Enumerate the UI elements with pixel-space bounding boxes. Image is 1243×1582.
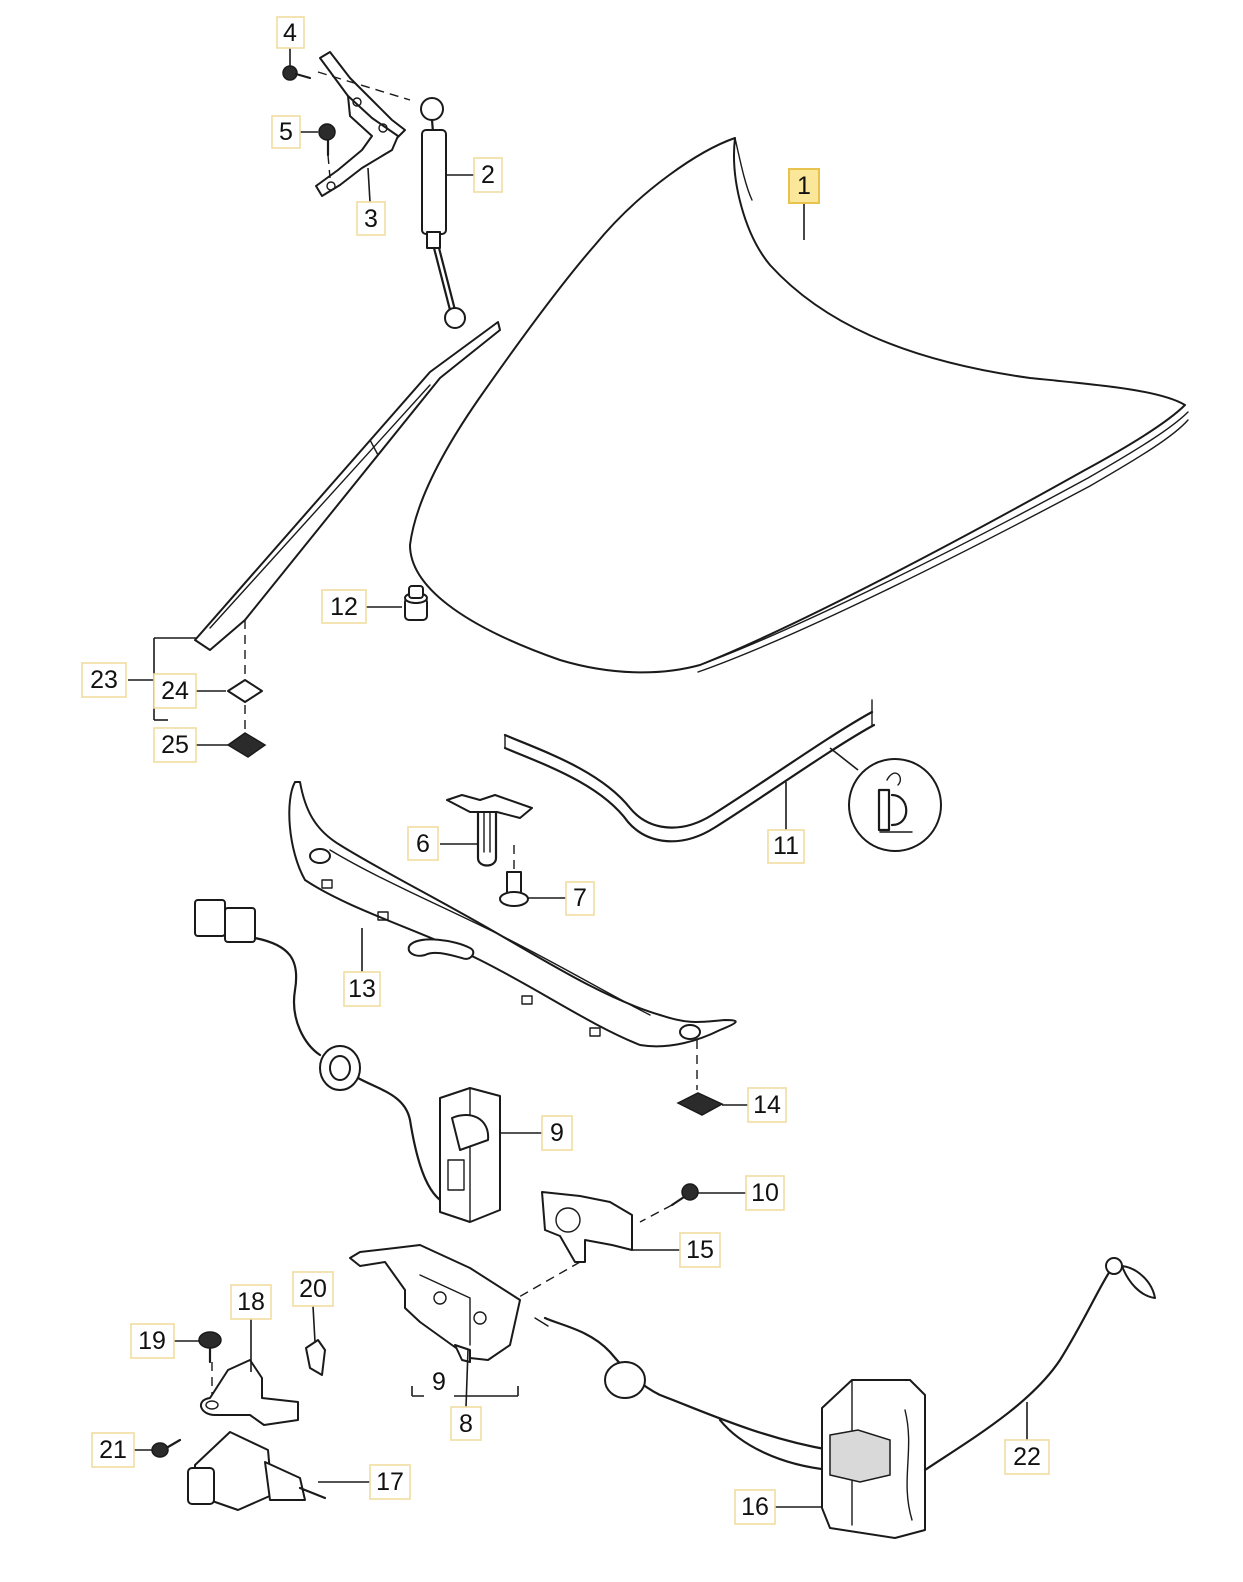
callout-23[interactable]: 23 [81, 662, 127, 698]
callout-16[interactable]: 16 [734, 1489, 776, 1525]
callout-label: 13 [348, 975, 376, 1003]
callout-label: 23 [90, 666, 118, 694]
callout-label: 9 [550, 1119, 564, 1147]
gas-strut[interactable] [420, 97, 466, 329]
latch-bracket[interactable] [504, 1191, 633, 1306]
callout-label: 5 [279, 118, 293, 146]
callout-label: 10 [751, 1179, 779, 1207]
bolt-7[interactable] [499, 845, 529, 907]
hood-latch[interactable] [349, 1244, 521, 1363]
hinge-bolt-5[interactable] [318, 123, 336, 157]
callout-8[interactable]: 8 [450, 1406, 482, 1441]
bolt-19[interactable] [198, 1331, 222, 1395]
callout-22[interactable]: 22 [1004, 1439, 1050, 1475]
clip-24[interactable] [227, 679, 263, 703]
callout-label: 3 [364, 205, 378, 233]
hood-seal[interactable] [503, 699, 942, 852]
callout-label: 22 [1013, 1443, 1041, 1471]
callout-label: 16 [741, 1493, 769, 1521]
callout-label: 8 [459, 1410, 473, 1438]
bolt-10[interactable] [639, 1183, 699, 1223]
callout-label: 20 [299, 1275, 327, 1303]
callout-label: 25 [161, 731, 189, 759]
pad-25[interactable] [226, 732, 267, 758]
callout-6[interactable]: 6 [407, 826, 439, 861]
switch-cable[interactable] [194, 899, 452, 1207]
callout-label: 11 [773, 832, 799, 860]
callout-21[interactable]: 21 [91, 1432, 135, 1468]
callout-1[interactable]: 1 [788, 168, 820, 204]
callout-4[interactable]: 4 [276, 16, 305, 49]
bolt-21[interactable] [151, 1438, 182, 1458]
striker-bracket[interactable] [446, 794, 533, 867]
actuator[interactable] [187, 1431, 327, 1511]
pad-14[interactable] [676, 1040, 724, 1116]
callout-label: 14 [753, 1091, 781, 1119]
hood-panel[interactable] [409, 137, 1189, 674]
callout-19[interactable]: 19 [130, 1323, 175, 1359]
hood-front-panel[interactable] [288, 781, 737, 1048]
hood-hinge[interactable] [315, 51, 406, 197]
leader-lines [128, 48, 1028, 1508]
callout-label: 15 [686, 1236, 714, 1264]
callout-14[interactable]: 14 [747, 1087, 787, 1123]
hinge-bolt-4[interactable] [282, 65, 312, 81]
rubber-bumper[interactable] [404, 585, 428, 621]
release-cable[interactable] [923, 1257, 1156, 1472]
callout-label: 18 [237, 1288, 265, 1316]
callout-13[interactable]: 13 [343, 971, 381, 1007]
callout-label: 4 [283, 19, 297, 47]
callout-label: 19 [138, 1327, 166, 1355]
callout-11[interactable]: 11 [767, 829, 805, 864]
callout-18[interactable]: 18 [230, 1284, 272, 1320]
callout-7[interactable]: 7 [565, 881, 595, 916]
release-handle[interactable] [534, 1316, 926, 1539]
clip-20[interactable] [305, 1339, 326, 1376]
actuator-bracket[interactable] [200, 1359, 299, 1426]
callout-label: 17 [376, 1468, 404, 1496]
callout-label: 1 [797, 172, 811, 200]
latch-cover[interactable] [439, 1087, 501, 1223]
callout-label: 6 [416, 830, 430, 858]
callout-label: 2 [481, 161, 495, 189]
callout-20[interactable]: 20 [292, 1271, 334, 1307]
callout-5[interactable]: 5 [271, 115, 301, 149]
callout-label: 12 [330, 593, 358, 621]
callout-label: 7 [573, 884, 587, 912]
callout-15[interactable]: 15 [679, 1232, 721, 1268]
callout-label: 9 [432, 1368, 446, 1396]
callout-12[interactable]: 12 [321, 589, 367, 624]
callout-9-cover[interactable]: 9 [541, 1115, 573, 1151]
callout-2[interactable]: 2 [473, 157, 503, 193]
callout-24[interactable]: 24 [153, 673, 197, 709]
callout-10[interactable]: 10 [745, 1175, 785, 1211]
callout-17[interactable]: 17 [369, 1464, 411, 1500]
callout-25[interactable]: 25 [153, 727, 197, 763]
callout-9-latch[interactable]: 9 [424, 1366, 454, 1399]
side-seal-strip[interactable] [194, 321, 501, 651]
callout-label: 21 [99, 1436, 127, 1464]
callout-3[interactable]: 3 [356, 201, 386, 236]
callout-label: 24 [161, 677, 189, 705]
